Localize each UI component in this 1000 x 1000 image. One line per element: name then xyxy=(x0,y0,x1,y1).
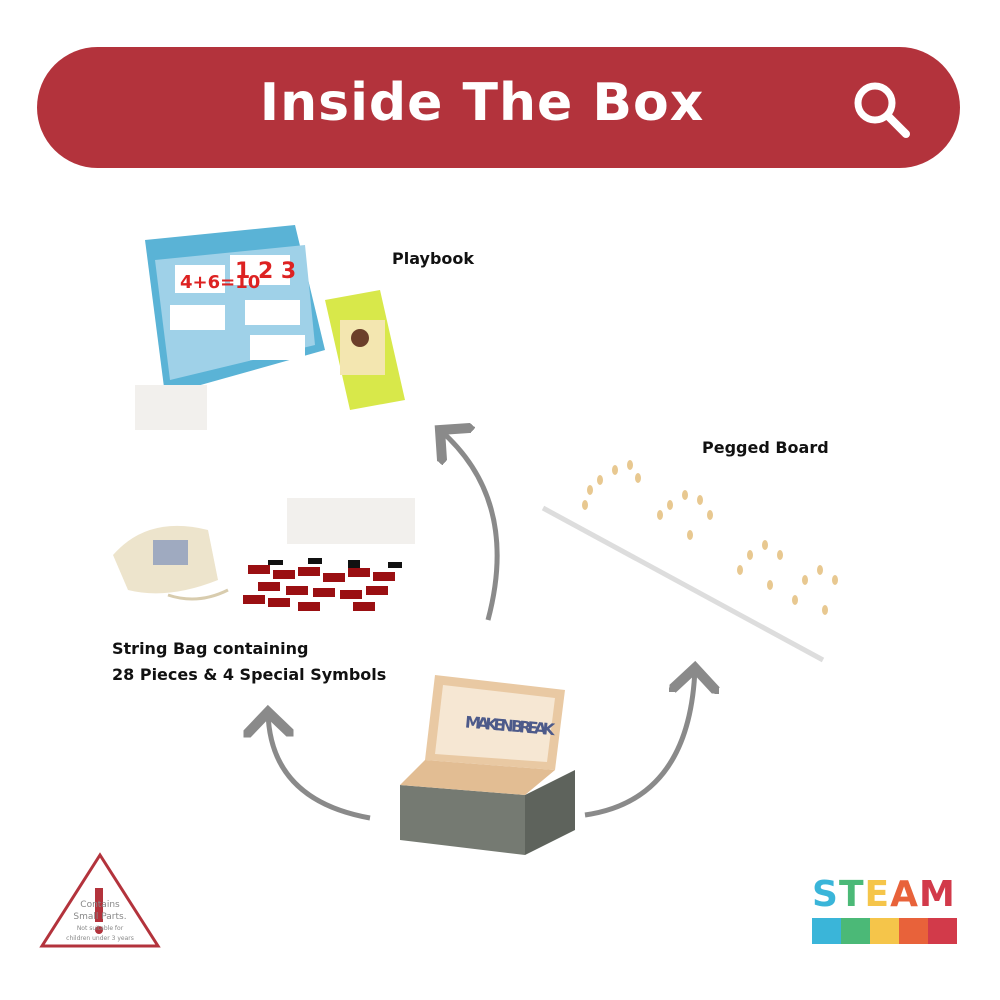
warning-line4: children under 3 years xyxy=(66,935,134,942)
steam-icons xyxy=(812,918,957,944)
small-parts-warning-icon: Contains Small Parts. Not suitable for c… xyxy=(39,852,161,948)
pegged-board-image xyxy=(541,460,838,663)
warning-line3: Not suitable for xyxy=(77,925,124,932)
header-banner: Inside The Box xyxy=(37,47,960,168)
page-title: Inside The Box xyxy=(259,73,705,133)
search-icon[interactable] xyxy=(849,77,913,141)
svg-text:1 2 3: 1 2 3 xyxy=(235,259,296,284)
string-bag-label: String Bag containing 28 Pieces & 4 Spec… xyxy=(112,636,386,688)
svg-text:4+6=10: 4+6=10 xyxy=(180,272,260,293)
placeholder-box xyxy=(287,498,415,544)
string-bag-image xyxy=(113,525,402,611)
steam-logo-text: STEAM xyxy=(812,874,956,915)
playbook-label: Playbook xyxy=(392,249,475,268)
pegged-board-label: Pegged Board xyxy=(702,438,829,457)
warning-line1: Contains xyxy=(80,900,120,910)
playbook-image: 4+6=10 1 2 3 xyxy=(135,225,405,430)
string-bag-label-line1: String Bag containing xyxy=(112,639,309,658)
arrow-to-playbook xyxy=(440,430,500,621)
string-bag-label-line2: 28 Pieces & 4 Special Symbols xyxy=(112,665,387,684)
arrow-to-pegged-board xyxy=(584,668,695,818)
maken-break-box-image: MAKEN BREAK xyxy=(400,675,575,855)
warning-line2: Small Parts. xyxy=(73,912,126,922)
arrow-to-string-bag xyxy=(268,712,371,821)
steam-logo: STEAM xyxy=(812,876,957,944)
